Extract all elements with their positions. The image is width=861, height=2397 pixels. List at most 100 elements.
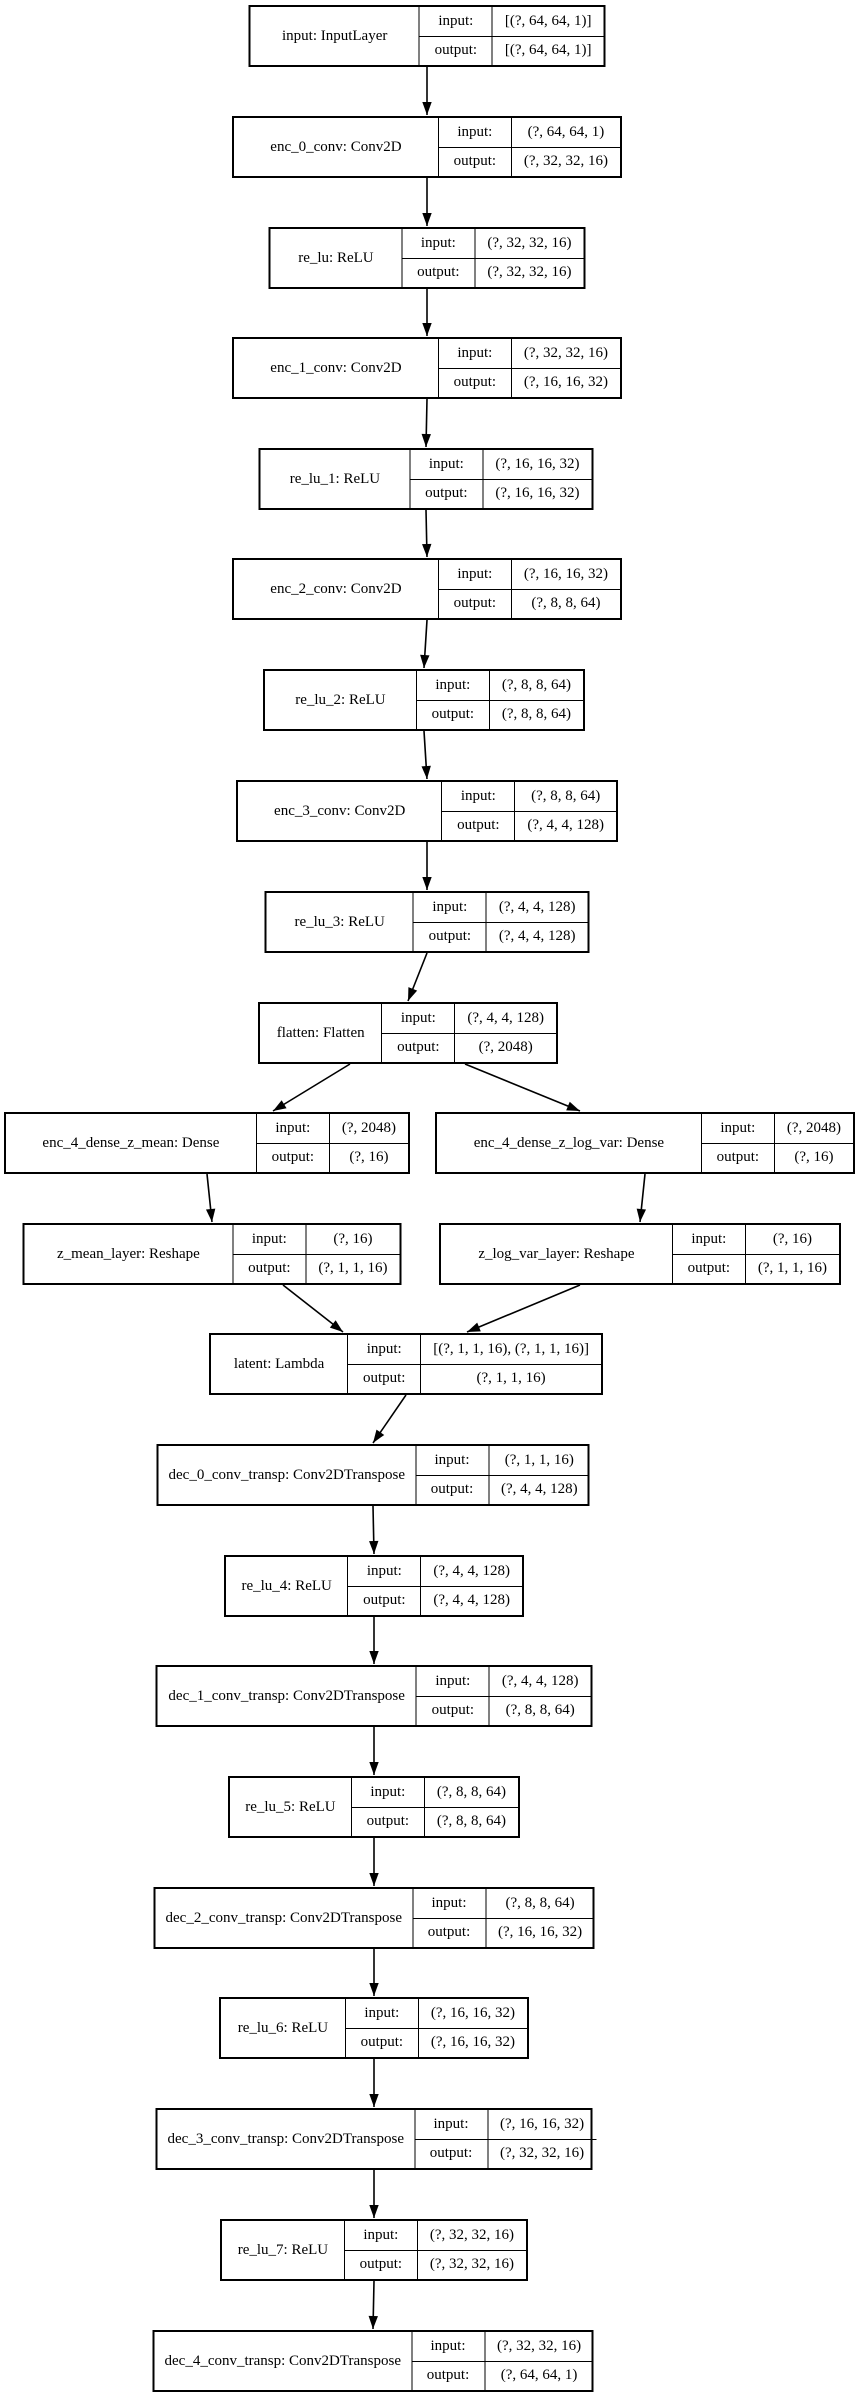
layer-node-dec_2_conv_transp: dec_2_conv_transp: Conv2DTranspose input… xyxy=(153,1887,595,1949)
layer-io-table: input: (?, 16, 16, 32) output: (?, 32, 3… xyxy=(415,2110,597,2168)
input-row: input: (?, 4, 4, 128) xyxy=(417,1667,591,1696)
layer-io-table: input: (?, 64, 64, 1) output: (?, 32, 32… xyxy=(438,118,620,176)
output-row: output: (?, 16, 16, 32) xyxy=(410,478,592,508)
input-label: input: xyxy=(348,1557,422,1586)
layer-node-enc_2_conv: enc_2_conv: Conv2D input: (?, 16, 16, 32… xyxy=(232,558,622,620)
output-row: output: (?, 4, 4, 128) xyxy=(416,1474,590,1504)
layer-name: enc_2_conv: Conv2D xyxy=(234,560,439,618)
output-shape: (?, 1, 1, 16) xyxy=(318,1260,388,1277)
input-row: input: (?, 16) xyxy=(233,1225,399,1254)
input-row: input: [(?, 64, 64, 1)] xyxy=(420,7,604,36)
output-label: output: xyxy=(417,1696,490,1725)
layer-node-enc_1_conv: enc_1_conv: Conv2D input: (?, 32, 32, 16… xyxy=(232,337,622,399)
layer-name: enc_1_conv: Conv2D xyxy=(234,339,439,397)
edge-flatten-to-enc_4_dense_z_log_var xyxy=(464,1063,581,1112)
output-label: output: xyxy=(442,811,516,840)
input-shape: (?, 4, 4, 128) xyxy=(433,1562,510,1579)
input-label: input: xyxy=(346,1999,419,2028)
output-shape: (?, 32, 32, 16) xyxy=(429,2256,514,2273)
layer-node-re_lu_4: re_lu_4: ReLU input: (?, 4, 4, 128) outp… xyxy=(224,1555,524,1617)
layer-node-enc_4_dense_z_log_var: enc_4_dense_z_log_var: Dense input: (?, … xyxy=(435,1112,855,1174)
input-label: input: xyxy=(414,893,487,922)
input-label: input: xyxy=(439,118,512,147)
output-shape: (?, 4, 4, 128) xyxy=(501,1481,578,1498)
output-shape: (?, 4, 4, 128) xyxy=(433,1592,510,1609)
output-label: output: xyxy=(439,368,512,397)
layer-name: z_mean_layer: Reshape xyxy=(25,1225,234,1283)
layer-name: dec_3_conv_transp: Conv2DTranspose xyxy=(158,2110,416,2168)
output-label: output: xyxy=(348,1586,422,1615)
input-label: input: xyxy=(417,1667,490,1696)
layer-io-table: input: (?, 16, 16, 32) output: (?, 16, 1… xyxy=(410,450,592,508)
input-shape: [(?, 1, 1, 16), (?, 1, 1, 16)] xyxy=(433,1340,589,1357)
output-shape: [(?, 64, 64, 1)] xyxy=(504,42,592,59)
layer-node-re_lu_1: re_lu_1: ReLU input: (?, 16, 16, 32) out… xyxy=(258,448,594,510)
input-shape: (?, 8, 8, 64) xyxy=(501,676,571,693)
output-row: output: (?, 32, 32, 16) xyxy=(402,257,584,287)
input-shape: (?, 16, 16, 32) xyxy=(500,2115,585,2132)
layer-name: dec_1_conv_transp: Conv2DTranspose xyxy=(158,1667,417,1725)
layer-io-table: input: (?, 16, 16, 32) output: (?, 8, 8,… xyxy=(438,560,620,618)
layer-io-table: input: (?, 32, 32, 16) output: (?, 32, 3… xyxy=(344,2221,526,2279)
input-label: input: xyxy=(417,671,490,700)
layer-io-table: input: (?, 4, 4, 128) output: (?, 4, 4, … xyxy=(413,893,588,951)
input-row: input: (?, 1, 1, 16) xyxy=(416,1446,590,1475)
layer-io-table: input: (?, 8, 8, 64) output: (?, 8, 8, 6… xyxy=(351,1778,518,1836)
input-row: input: (?, 8, 8, 64) xyxy=(442,782,616,811)
input-row: input: (?, 2048) xyxy=(257,1114,408,1143)
output-label: output: xyxy=(417,700,490,729)
output-shape: (?, 1, 1, 16) xyxy=(757,1260,827,1277)
output-shape: (?, 16) xyxy=(349,1149,389,1166)
input-shape: (?, 16) xyxy=(772,1230,812,1247)
input-row: input: (?, 8, 8, 64) xyxy=(413,1889,594,1918)
input-row: input: (?, 64, 64, 1) xyxy=(439,118,620,147)
output-shape: (?, 64, 64, 1) xyxy=(500,2367,578,2384)
layer-node-re_lu: re_lu: ReLU input: (?, 32, 32, 16) outpu… xyxy=(268,227,586,289)
output-row: output: (?, 32, 32, 16) xyxy=(344,2249,526,2279)
edge-flatten-to-enc_4_dense_z_mean xyxy=(272,1063,351,1112)
output-row: output: (?, 1, 1, 16) xyxy=(233,1253,400,1283)
layer-name: latent: Lambda xyxy=(211,1335,349,1393)
input-row: input: (?, 8, 8, 64) xyxy=(352,1778,518,1807)
input-label: input: xyxy=(420,7,493,36)
layer-node-z_mean_layer: z_mean_layer: Reshape input: (?, 16) out… xyxy=(22,1223,402,1285)
input-label: input: xyxy=(352,1778,425,1807)
input-row: input: (?, 16, 16, 32) xyxy=(415,2110,596,2139)
input-shape: (?, 16, 16, 32) xyxy=(495,455,580,472)
output-shape: (?, 8, 8, 64) xyxy=(505,1702,575,1719)
layer-io-table: input: (?, 32, 32, 16) output: (?, 16, 1… xyxy=(438,339,620,397)
output-shape: (?, 32, 32, 16) xyxy=(500,2145,585,2162)
output-shape: (?, 16, 16, 32) xyxy=(430,2034,515,2051)
input-label: input: xyxy=(412,2332,486,2361)
input-label: input: xyxy=(402,229,476,258)
input-label: input: xyxy=(345,2221,418,2250)
input-row: input: (?, 32, 32, 16) xyxy=(412,2332,593,2361)
output-row: output: (?, 16, 16, 32) xyxy=(345,2027,527,2057)
edge-re_lu_2-to-enc_3_conv xyxy=(421,730,431,780)
layer-io-table: input: (?, 8, 8, 64) output: (?, 16, 16,… xyxy=(413,1889,595,1947)
output-label: output: xyxy=(414,922,487,951)
layer-name: re_lu_1: ReLU xyxy=(261,450,411,508)
output-row: output: (?, 32, 32, 16) xyxy=(415,2138,597,2168)
output-row: output: (?, 64, 64, 1) xyxy=(412,2360,594,2390)
input-shape: (?, 16) xyxy=(333,1230,373,1247)
layer-node-flatten: flatten: Flatten input: (?, 4, 4, 128) o… xyxy=(258,1002,558,1064)
layer-io-table: input: (?, 2048) output: (?, 16) xyxy=(256,1114,408,1172)
layer-io-table: input: (?, 1, 1, 16) output: (?, 4, 4, 1… xyxy=(416,1446,590,1504)
output-label: output: xyxy=(439,589,512,618)
layer-io-table: input: (?, 16) output: (?, 1, 1, 16) xyxy=(672,1225,839,1283)
input-shape: (?, 4, 4, 128) xyxy=(501,1672,579,1689)
edge-dec_0_conv_transp-to-re_lu_4 xyxy=(369,1505,379,1555)
input-shape: (?, 32, 32, 16) xyxy=(429,2226,514,2243)
output-label: output: xyxy=(382,1033,456,1062)
layer-name: enc_4_dense_z_log_var: Dense xyxy=(437,1114,702,1172)
layer-io-table: input: [(?, 64, 64, 1)] output: [(?, 64,… xyxy=(419,7,604,65)
layer-node-latent: latent: Lambda input: [(?, 1, 1, 16), (?… xyxy=(209,1333,603,1395)
input-label: input: xyxy=(673,1225,746,1254)
input-row: input: [(?, 1, 1, 16), (?, 1, 1, 16)] xyxy=(348,1335,601,1364)
output-row: output: (?, 1, 1, 16) xyxy=(672,1253,839,1283)
output-label: output: xyxy=(352,1807,425,1836)
output-label: output: xyxy=(345,2250,418,2279)
input-shape: (?, 2048) xyxy=(786,1119,841,1136)
layer-name: dec_0_conv_transp: Conv2DTranspose xyxy=(159,1446,417,1504)
